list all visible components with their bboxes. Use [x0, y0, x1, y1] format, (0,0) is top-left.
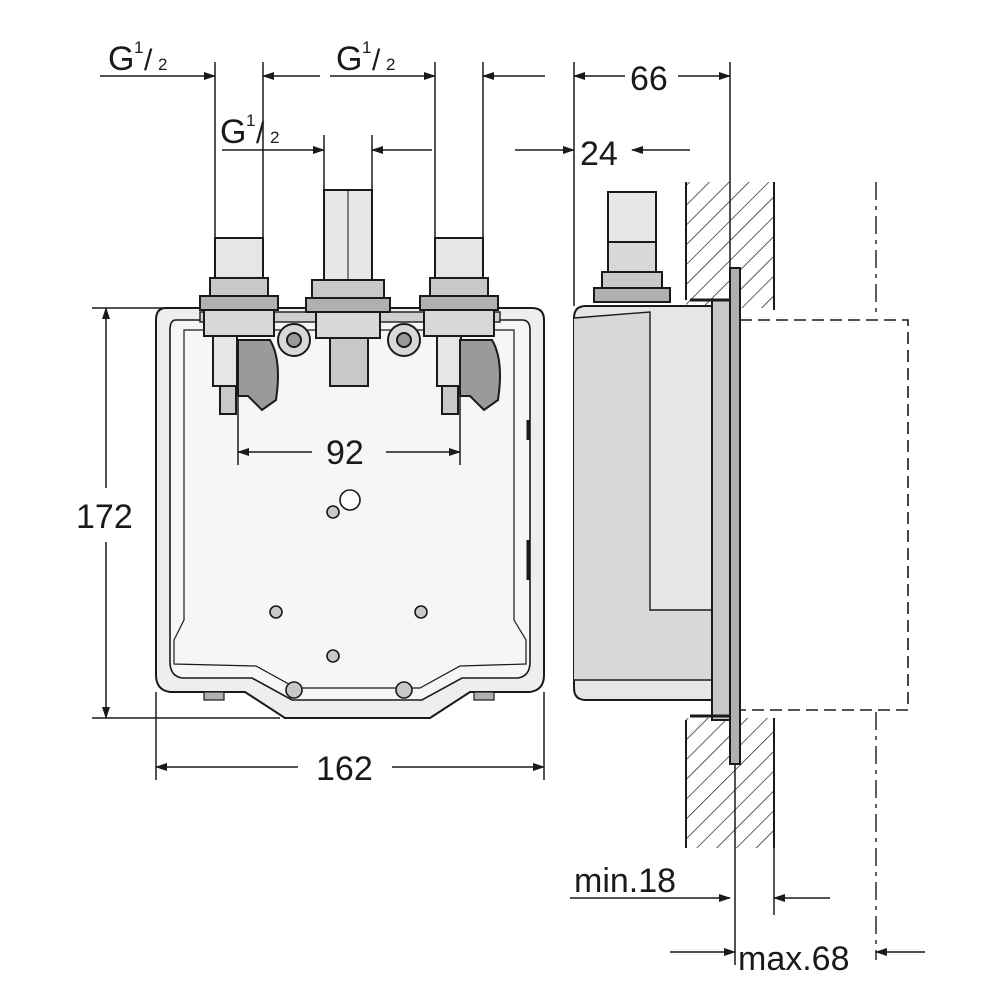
mounting-eye-right	[387, 323, 421, 357]
side-connector	[593, 191, 671, 303]
screw-bottom-right	[395, 681, 413, 699]
thread-label-center: G 1 / 2	[220, 111, 279, 151]
thread-label-right-top: G 1 / 2	[336, 38, 395, 78]
svg-text:2: 2	[270, 128, 279, 147]
svg-text:/: /	[256, 117, 265, 150]
svg-text:G: G	[108, 40, 134, 78]
side-view	[573, 182, 909, 960]
screw-center-lower	[326, 649, 340, 663]
foot-right	[473, 691, 495, 701]
screw-bottom-left	[285, 681, 303, 699]
svg-text:/: /	[144, 44, 153, 77]
front-view	[155, 189, 545, 719]
foot-left	[203, 691, 225, 701]
center-outlet-connector	[305, 189, 391, 387]
svg-text:2: 2	[386, 55, 395, 74]
svg-text:G: G	[336, 40, 362, 78]
dim-depth: 66	[630, 60, 668, 98]
housing-inner-frame-2	[173, 329, 527, 689]
side-flange	[711, 299, 731, 721]
svg-text:1: 1	[362, 38, 371, 57]
side-box-inner	[573, 311, 713, 681]
left-inlet-connector	[199, 237, 279, 415]
thread-label-left-top: G 1 / 2	[108, 38, 167, 78]
svg-text:1: 1	[134, 38, 143, 57]
svg-text:G: G	[220, 113, 246, 151]
front-dimension-lines	[92, 62, 545, 780]
dim-width: 162	[316, 750, 373, 788]
dim-inlet-spacing: 92	[326, 434, 364, 472]
svg-text:2: 2	[158, 55, 167, 74]
side-dimension-lines	[515, 62, 925, 965]
dim-connector-offset: 24	[580, 135, 618, 173]
side-plate	[729, 267, 741, 765]
dim-wall-min: min.18	[574, 862, 676, 900]
cover-dashed-outline	[739, 319, 909, 711]
screw-center-upper	[326, 505, 340, 519]
screw-left	[269, 605, 283, 619]
mounting-eye-left	[277, 323, 311, 357]
svg-text:1: 1	[246, 111, 255, 130]
screw-right	[414, 605, 428, 619]
sensor-hole	[339, 489, 361, 511]
dim-wall-max: max.68	[738, 940, 850, 978]
svg-text:/: /	[372, 44, 381, 77]
dim-height: 172	[76, 498, 133, 536]
right-inlet-connector	[419, 237, 501, 415]
